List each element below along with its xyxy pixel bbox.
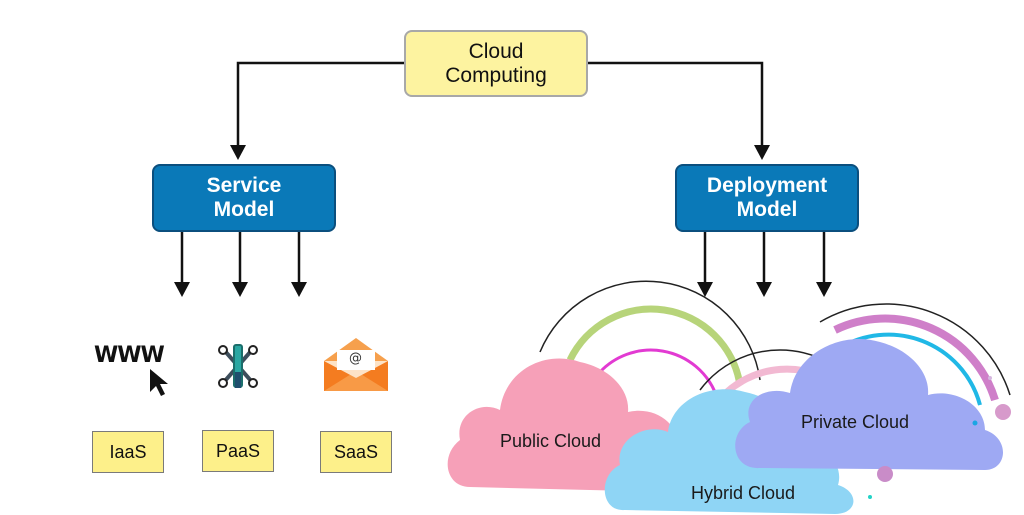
paas-label: PaaS <box>202 430 274 472</box>
deployment-model-line-1: Deployment <box>706 174 828 197</box>
private-cloud <box>735 338 1004 470</box>
arrowhead <box>230 145 246 160</box>
arrowhead <box>291 282 307 297</box>
public-cloud-label: Public Cloud <box>500 431 602 451</box>
arrowhead <box>754 145 770 160</box>
saas-label: SaaS <box>320 431 392 473</box>
email-at-symbol: @ <box>349 351 362 366</box>
www-text: WWW <box>94 343 165 368</box>
arrowhead <box>816 282 832 297</box>
root-line-2: Computing <box>445 63 547 87</box>
deployment-model-node: Deployment Model <box>675 164 859 232</box>
private-cloud-shape <box>735 338 1004 470</box>
arrowhead <box>697 282 713 297</box>
arrowhead <box>756 282 772 297</box>
service-model-line-1: Service <box>206 174 282 197</box>
hybrid-cloud-shape <box>604 389 854 514</box>
hybrid-cloud-label: Hybrid Cloud <box>691 483 796 503</box>
arrowhead <box>174 282 190 297</box>
arrowhead <box>232 282 248 297</box>
service-model-line-2: Model <box>213 198 275 221</box>
deployment-model-line-2: Model <box>736 198 798 221</box>
root-line-1: Cloud <box>468 39 524 63</box>
iaas-label: IaaS <box>92 431 164 473</box>
cloud-computing-node: Cloud Computing <box>404 30 588 97</box>
root-to-service-connector <box>236 61 404 152</box>
root-to-deployment-connector <box>588 61 764 152</box>
private-cloud-label: Private Cloud <box>801 412 910 432</box>
decorative-dots <box>868 376 1011 499</box>
hybrid-cloud <box>604 389 854 514</box>
service-model-node: Service Model <box>152 164 336 232</box>
